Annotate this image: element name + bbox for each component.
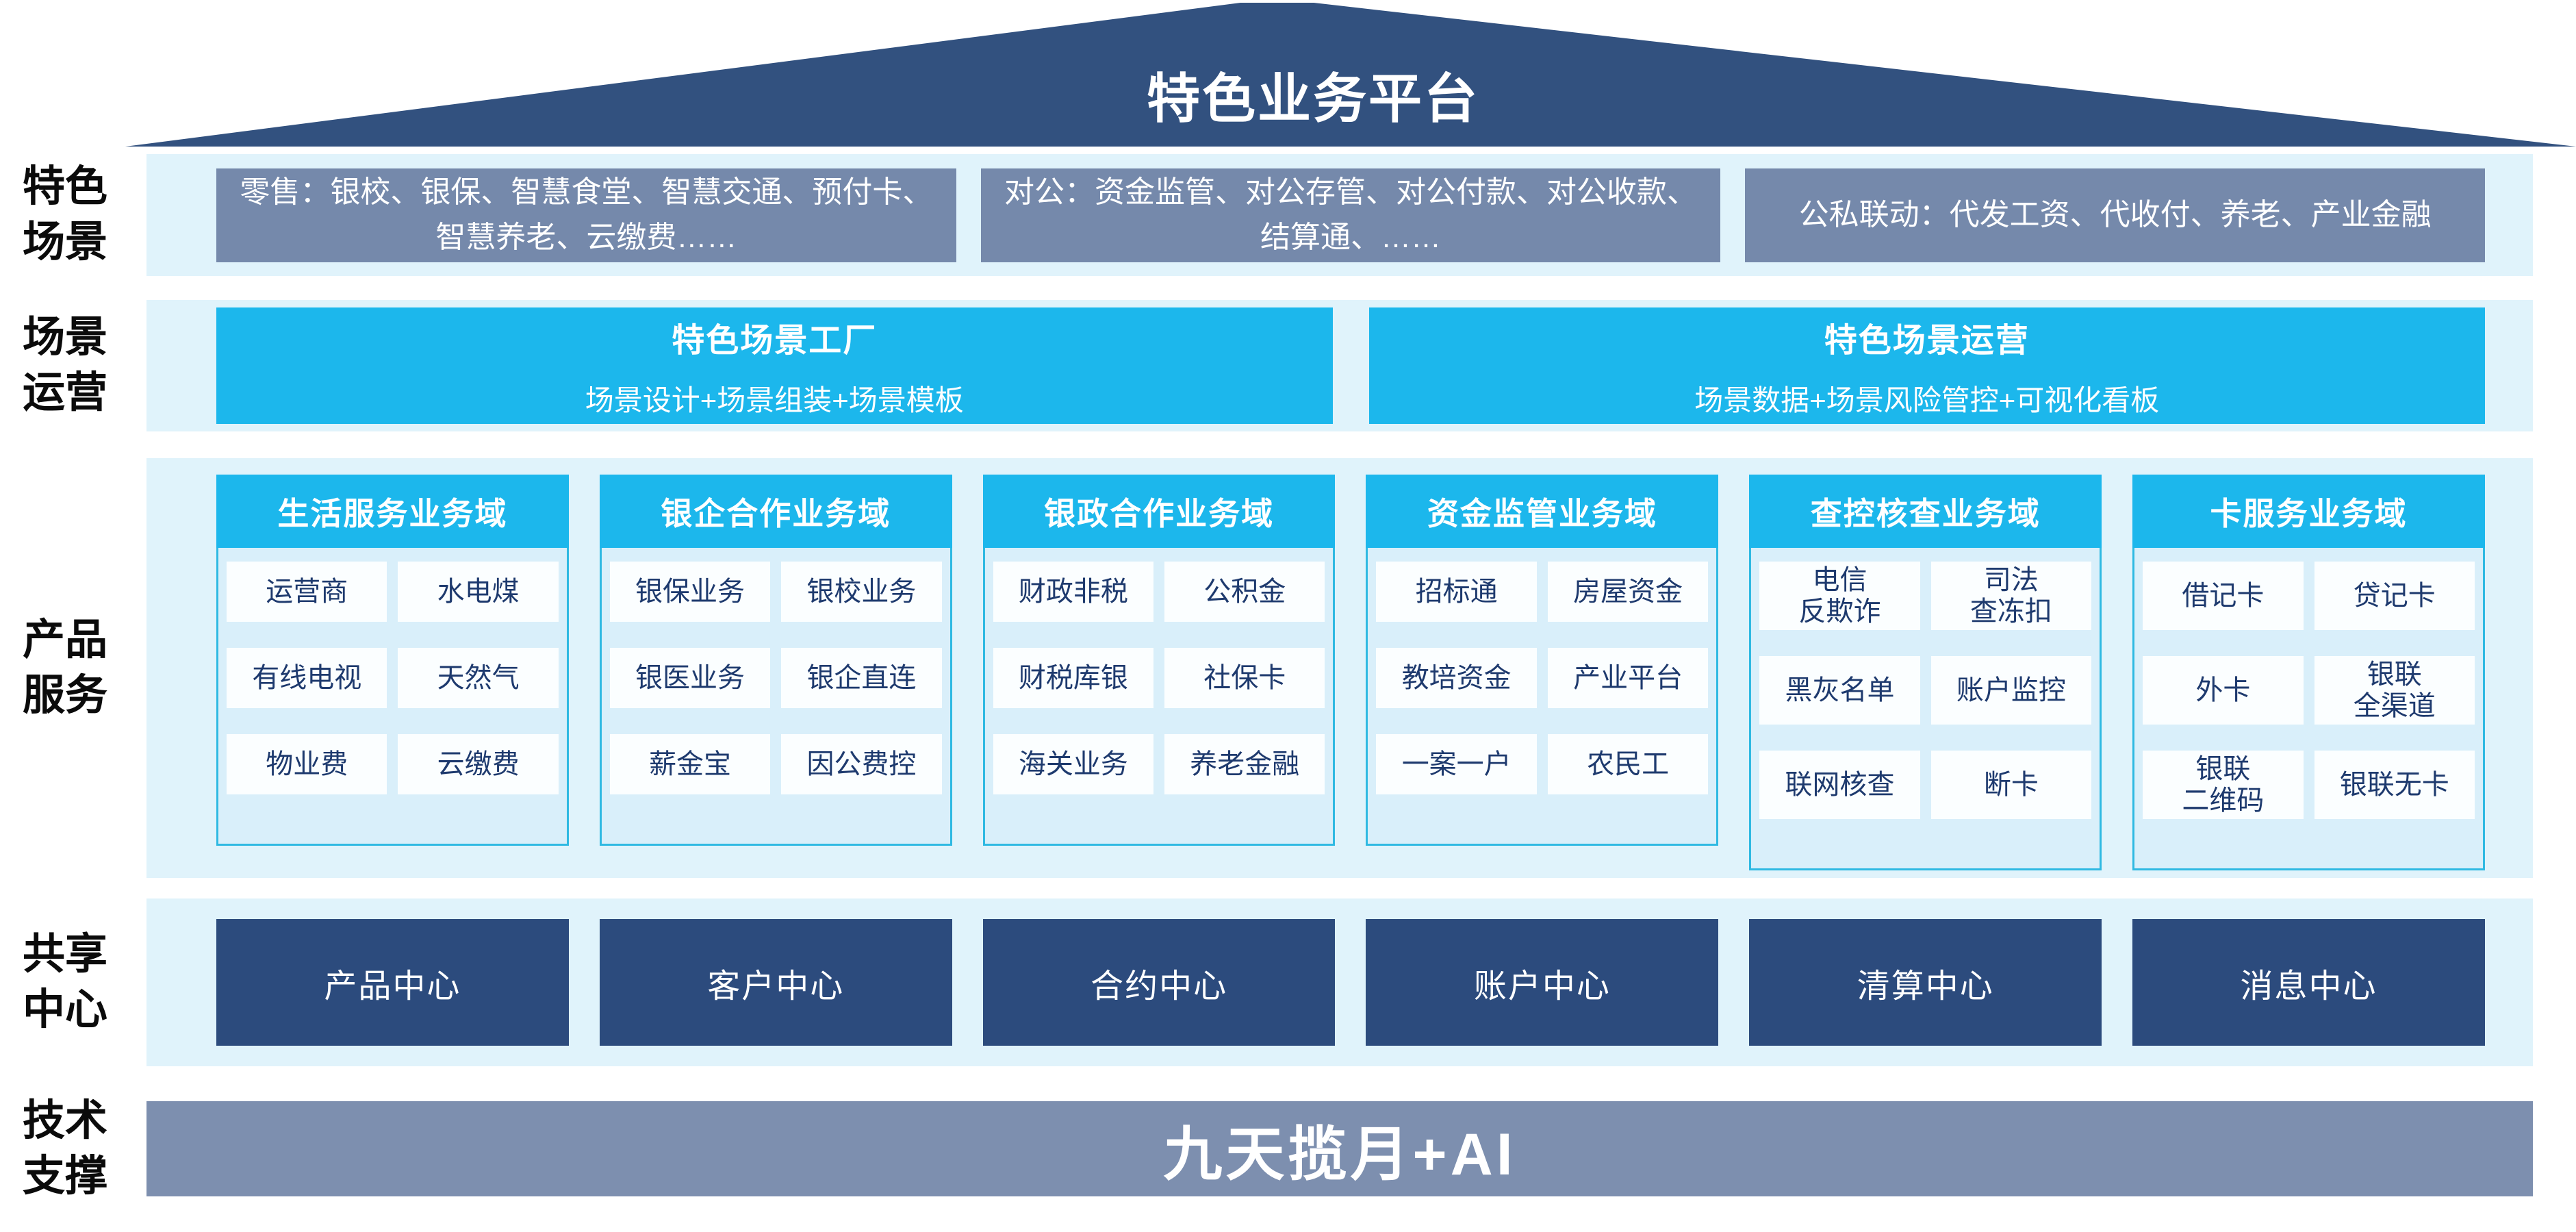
product-cell: 黑灰名单: [1759, 656, 1920, 725]
product-cell: 有线电视: [227, 648, 387, 708]
product-cell: 天然气: [398, 648, 559, 708]
product-column-body: 借记卡 贷记卡 外卡 银联 全渠道 银联 二维码 银联无卡: [2132, 548, 2485, 870]
scene-box-retail: 零售：银校、银保、智慧食堂、智慧交通、预付卡、智慧养老、云缴费……: [216, 168, 956, 262]
product-cell: 银保业务: [609, 562, 771, 622]
product-column-bank-government: 银政合作业务域 财政非税 公积金 财税库银 社保卡 海关业务 养老金融: [982, 475, 1336, 846]
product-cell: 社保卡: [1164, 648, 1325, 708]
product-cell: 司法 查冻扣: [1930, 562, 2092, 630]
product-column-card-services: 卡服务业务域 借记卡 贷记卡 外卡 银联 全渠道 银联 二维码 银联无卡: [2132, 475, 2485, 870]
row-shared-centers: 共享 中心 产品中心 客户中心 合约中心 账户中心 清算中心 消息中心: [0, 898, 2576, 1066]
product-cell: 银联无卡: [2314, 751, 2475, 819]
center-box-clearing: 清算中心: [1749, 919, 2102, 1046]
center-box-account: 账户中心: [1366, 919, 1719, 1046]
product-cell: 银医业务: [609, 648, 771, 708]
product-column-header: 生活服务业务域: [216, 475, 569, 548]
product-cell: 贷记卡: [2314, 562, 2475, 630]
product-column-body: 银保业务 银校业务 银医业务 银企直连 薪金宝 因公费控: [599, 548, 952, 846]
scene-box-public-private: 公私联动：代发工资、代收付、养老、产业金融: [1745, 168, 2486, 262]
product-cell: 农民工: [1547, 734, 1709, 794]
tech-banner-text: 九天揽月+AI: [1163, 1122, 1516, 1187]
product-column-fund-supervision: 资金监管业务域 招标通 房屋资金 教培资金 产业平台 一案一户 农民工: [1366, 475, 1719, 846]
product-cell: 物业费: [227, 734, 387, 794]
row-label-centers: 共享 中心: [22, 930, 107, 1033]
product-column-header: 查控核查业务域: [1749, 475, 2102, 548]
product-column-header: 银企合作业务域: [599, 475, 952, 548]
product-cell: 产业平台: [1547, 648, 1709, 708]
product-cell: 一案一户: [1376, 734, 1537, 794]
center-box-customer: 客户中心: [599, 919, 952, 1046]
product-cell: 银企直连: [781, 648, 942, 708]
product-cell: 银联 二维码: [2143, 751, 2304, 819]
product-cell: 财政非税: [993, 562, 1154, 622]
tech-bar: 九天揽月+AI: [146, 1101, 2533, 1196]
product-cell: 银校业务: [781, 562, 942, 622]
product-cell: 外卡: [2143, 656, 2304, 725]
product-column-body: 财政非税 公积金 财税库银 社保卡 海关业务 养老金融: [982, 548, 1336, 846]
product-cell: 水电煤: [398, 562, 559, 622]
product-cell: 因公费控: [781, 734, 942, 794]
center-box-product: 产品中心: [216, 919, 569, 1046]
product-cell: 招标通: [1376, 562, 1537, 622]
page-title: 特色业务平台: [1146, 68, 1479, 129]
row-label-products: 产品 服务: [22, 616, 107, 719]
product-column-body: 电信 反欺诈 司法 查冻扣 黑灰名单 账户监控 联网核查 断卡: [1749, 548, 2102, 870]
center-box-message: 消息中心: [2132, 919, 2485, 1046]
operation-band: 特色场景工厂 场景设计+场景组装+场景模板 特色场景运营 场景数据+场景风险管控…: [146, 300, 2533, 431]
scenes-band: 零售：银校、银保、智慧食堂、智慧交通、预付卡、智慧养老、云缴费…… 对公：资金监…: [146, 154, 2533, 276]
row-gutter: 特色 场景: [0, 154, 146, 276]
row-label-scenes: 特色 场景: [22, 163, 107, 266]
product-column-header: 卡服务业务域: [2132, 475, 2485, 548]
product-column-bank-enterprise: 银企合作业务域 银保业务 银校业务 银医业务 银企直连 薪金宝 因公费控: [599, 475, 952, 846]
operation-box-ops: 特色场景运营 场景数据+场景风险管控+可视化看板: [1368, 307, 2485, 424]
product-cell: 断卡: [1930, 751, 2092, 819]
product-column-life-services: 生活服务业务域 运营商 水电煤 有线电视 天然气 物业费 云缴费: [216, 475, 569, 846]
operation-box-title: 特色场景工厂: [672, 322, 878, 359]
operation-box-subtitle: 场景数据+场景风险管控+可视化看板: [1694, 384, 2160, 416]
product-cell: 电信 反欺诈: [1759, 562, 1920, 630]
operation-box-title: 特色场景运营: [1824, 322, 2030, 359]
row-special-scenes: 特色 场景 零售：银校、银保、智慧食堂、智慧交通、预付卡、智慧养老、云缴费…… …: [0, 154, 2576, 276]
product-column-header: 银政合作业务域: [982, 475, 1336, 548]
product-cell: 房屋资金: [1547, 562, 1709, 622]
product-cell: 公积金: [1164, 562, 1325, 622]
product-cell: 财税库银: [993, 648, 1154, 708]
product-column-inquiry-verification: 查控核查业务域 电信 反欺诈 司法 查冻扣 黑灰名单 账户监控 联网核查 断卡: [1749, 475, 2102, 870]
product-column-header: 资金监管业务域: [1366, 475, 1719, 548]
product-cell: 云缴费: [398, 734, 559, 794]
operation-box-factory: 特色场景工厂 场景设计+场景组装+场景模板: [216, 307, 1333, 424]
product-cell: 银联 全渠道: [2314, 656, 2475, 725]
row-label-operation: 场景 运营: [22, 314, 107, 416]
product-cell: 教培资金: [1376, 648, 1537, 708]
center-box-contract: 合约中心: [982, 919, 1336, 1046]
centers-band: 产品中心 客户中心 合约中心 账户中心 清算中心 消息中心: [146, 898, 2533, 1066]
product-cell: 薪金宝: [609, 734, 771, 794]
product-cell: 借记卡: [2143, 562, 2304, 630]
product-cell: 运营商: [227, 562, 387, 622]
product-column-body: 运营商 水电煤 有线电视 天然气 物业费 云缴费: [216, 548, 569, 846]
roof-banner: 特色业务平台: [125, 3, 2576, 147]
operation-box-subtitle: 场景设计+场景组装+场景模板: [585, 384, 964, 416]
scene-box-corporate: 对公：资金监管、对公存管、对公付款、对公收款、结算通、……: [980, 168, 1721, 262]
row-scene-operation: 场景 运营 特色场景工厂 场景设计+场景组装+场景模板 特色场景运营 场景数据+…: [0, 300, 2576, 431]
product-cell: 养老金融: [1164, 734, 1325, 794]
product-cell: 联网核查: [1759, 751, 1920, 819]
row-product-services: 产品 服务 生活服务业务域 运营商 水电煤 有线电视 天然气 物业费 云缴费 银…: [0, 458, 2576, 878]
row-gutter: 共享 中心: [0, 898, 146, 1066]
row-tech-support: 技术 支撑 九天揽月+AI: [0, 1097, 2576, 1200]
row-gutter: 技术 支撑: [0, 1097, 146, 1200]
product-column-body: 招标通 房屋资金 教培资金 产业平台 一案一户 农民工: [1366, 548, 1719, 846]
product-cell: 海关业务: [993, 734, 1154, 794]
row-label-tech: 技术 支撑: [22, 1096, 107, 1200]
row-gutter: 产品 服务: [0, 458, 146, 878]
product-cell: 账户监控: [1930, 656, 2092, 725]
products-band: 生活服务业务域 运营商 水电煤 有线电视 天然气 物业费 云缴费 银企合作业务域…: [146, 458, 2533, 878]
row-gutter: 场景 运营: [0, 300, 146, 431]
